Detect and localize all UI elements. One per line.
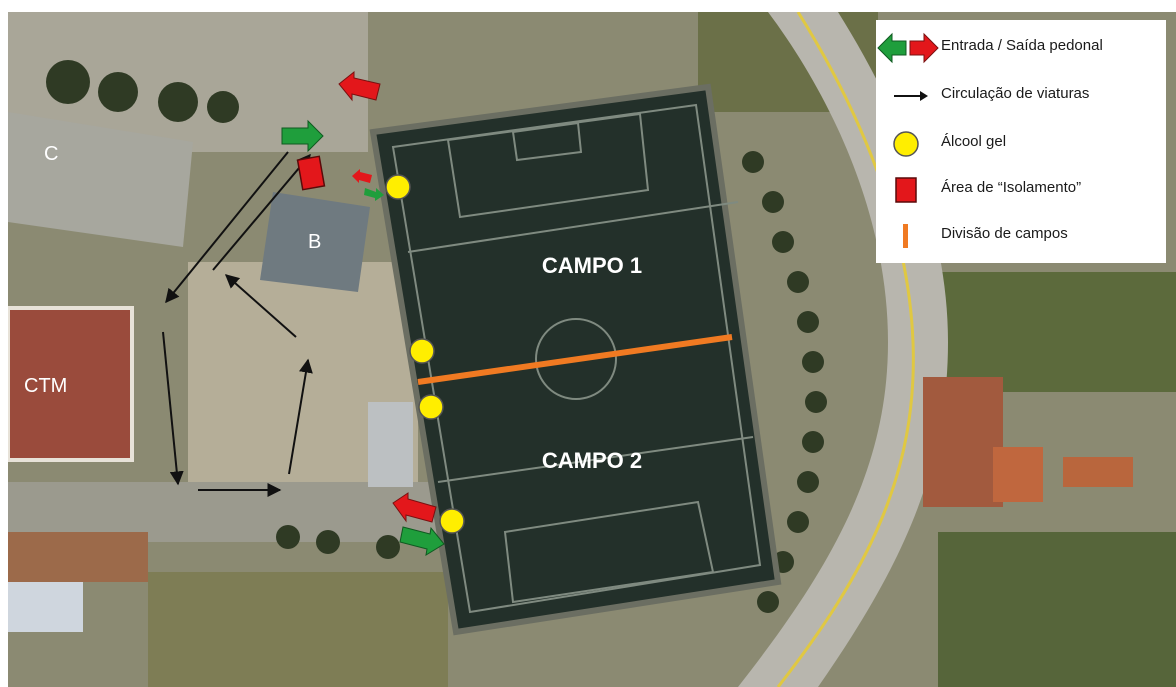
building-ctm xyxy=(8,308,132,460)
road-line xyxy=(776,12,915,687)
arrow-right-icon xyxy=(894,91,928,101)
roof-gray xyxy=(8,582,83,632)
building-b xyxy=(260,192,370,292)
legend-row-division: Divisão de campos xyxy=(876,216,1166,256)
exit-arrow-bottom xyxy=(392,492,437,523)
exit-arrow-top xyxy=(338,70,381,102)
building-ctm-edge xyxy=(8,306,134,462)
legend-row-isolation: Área de “Isolamento” xyxy=(876,170,1166,210)
house-roof xyxy=(923,377,1003,507)
orange-line-icon xyxy=(903,224,908,248)
building-b-label: B xyxy=(308,231,321,253)
legend-label: Área de “Isolamento” xyxy=(941,179,1082,196)
entry-arrow-top xyxy=(281,119,324,153)
route-arrow-2 xyxy=(212,153,311,271)
house-roof-2 xyxy=(993,447,1043,502)
red-square-icon xyxy=(895,177,917,203)
olive-grove xyxy=(938,532,1176,687)
entry-exit-arrows-icon xyxy=(877,32,939,64)
route-arrow-5 xyxy=(288,358,313,475)
gel-marker-3 xyxy=(418,394,444,420)
legend-label: Álcool gel xyxy=(941,133,1007,150)
legend-label: Circulação de viaturas xyxy=(941,85,1090,102)
vehicle-routes xyxy=(162,151,313,497)
entry-arrow-small xyxy=(364,188,384,201)
map-legend: Entrada / Saída pedonal Circulação de vi… xyxy=(876,20,1166,263)
gel-marker-4 xyxy=(439,508,465,534)
soil-strip xyxy=(8,532,148,582)
small-shed xyxy=(368,402,413,487)
legend-label: Divisão de campos xyxy=(941,225,1068,242)
legend-label: Entrada / Saída pedonal xyxy=(941,37,1103,54)
exit-arrow-small xyxy=(352,169,372,183)
route-arrow-6 xyxy=(224,274,297,338)
legend-row-gel: Álcool gel xyxy=(876,124,1166,164)
route-arrow-1 xyxy=(165,151,289,304)
building-c-label: C xyxy=(44,143,58,165)
route-arrow-3 xyxy=(162,331,184,486)
legend-row-vehicles: Circulação de viaturas xyxy=(876,76,1166,116)
field-1-label: CAMPO 1 xyxy=(542,253,642,278)
field-division-line xyxy=(417,334,733,385)
building-ctm-label: CTM xyxy=(24,375,67,397)
field-grass xyxy=(148,572,448,687)
yellow-circle-icon xyxy=(893,131,919,157)
house-roof-3 xyxy=(1063,457,1133,487)
entry-arrow-bottom xyxy=(399,526,445,556)
gel-marker-2 xyxy=(409,338,435,364)
field-2-label: CAMPO 2 xyxy=(542,448,642,473)
legend-row-entry-exit: Entrada / Saída pedonal xyxy=(876,28,1166,68)
tree-row xyxy=(46,60,827,613)
building-c xyxy=(8,112,193,247)
gel-marker-1 xyxy=(385,174,411,200)
isolation-area-marker xyxy=(296,155,326,191)
